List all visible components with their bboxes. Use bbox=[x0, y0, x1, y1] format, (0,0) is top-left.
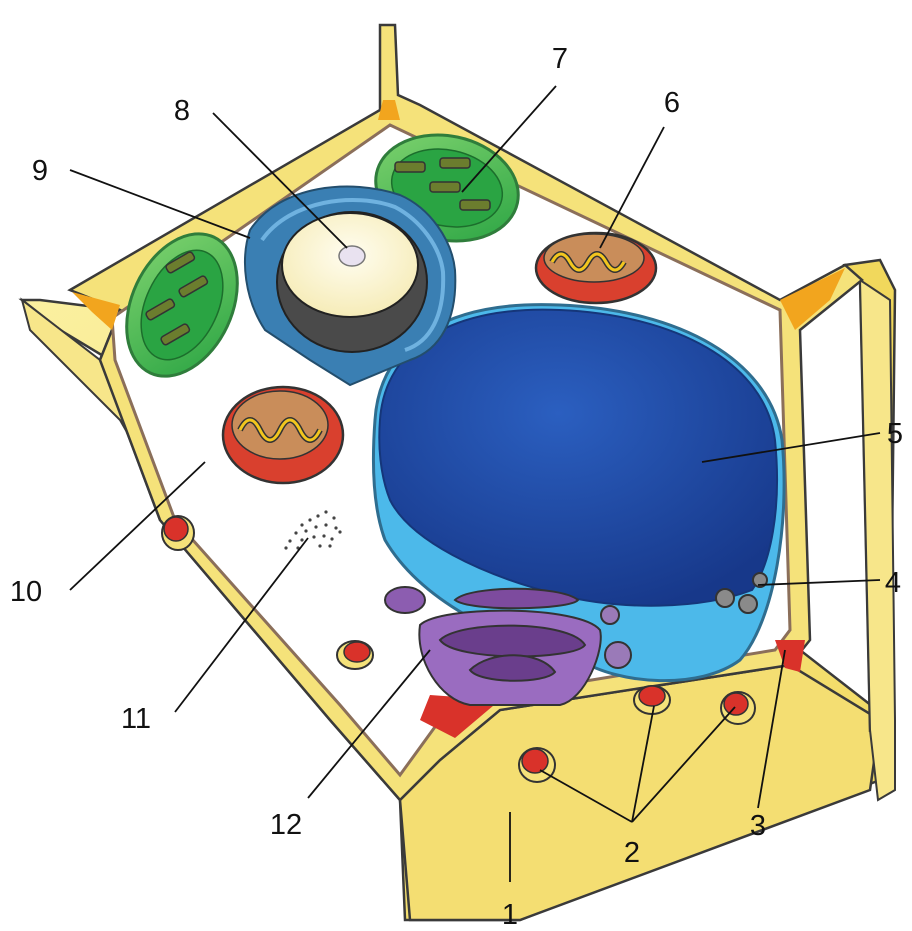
label-8: 8 bbox=[174, 95, 190, 127]
label-6: 6 bbox=[664, 87, 680, 119]
label-11: 11 bbox=[121, 703, 151, 735]
label-9: 9 bbox=[32, 155, 48, 187]
label-3: 3 bbox=[750, 810, 766, 842]
mitochondrion-right bbox=[536, 233, 656, 303]
label-10: 10 bbox=[10, 576, 42, 608]
label-1: 1 bbox=[502, 899, 518, 926]
label-5: 5 bbox=[887, 418, 903, 450]
mitochondrion-left bbox=[223, 387, 343, 483]
label-4: 4 bbox=[885, 567, 901, 599]
label-12: 12 bbox=[270, 809, 302, 841]
vacuole bbox=[277, 212, 427, 352]
label-2: 2 bbox=[624, 837, 640, 869]
label-7: 7 bbox=[552, 43, 568, 75]
